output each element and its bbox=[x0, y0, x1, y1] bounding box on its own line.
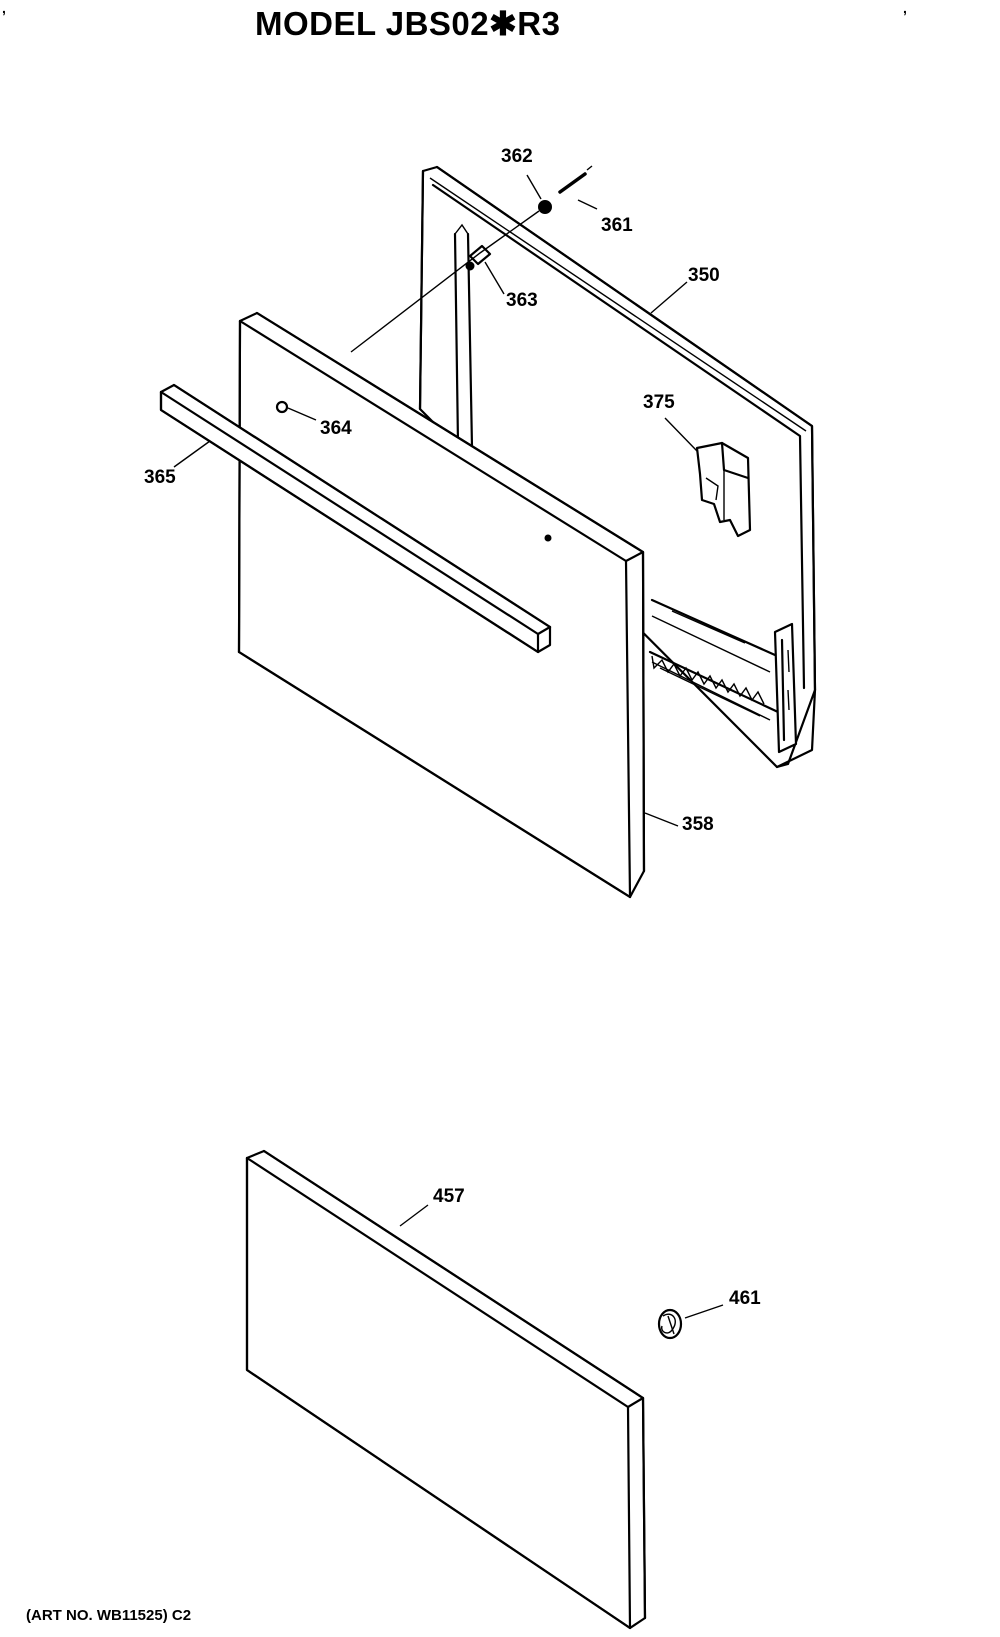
part-375-bracket bbox=[695, 441, 752, 538]
art-number-footer: (ART NO. WB11525) C2 bbox=[26, 1607, 192, 1624]
callout-364: 364 bbox=[320, 418, 352, 439]
part-461-clip bbox=[657, 1308, 683, 1340]
part-358-outer-door-panel bbox=[237, 311, 646, 899]
callout-362: 362 bbox=[501, 146, 533, 167]
part-364-grommet bbox=[275, 400, 289, 414]
callout-365: 365 bbox=[144, 467, 176, 488]
callout-457: 457 bbox=[433, 1186, 465, 1207]
part-361-screw bbox=[558, 165, 593, 194]
callout-361: 361 bbox=[601, 215, 633, 236]
part-363-clip bbox=[465, 244, 492, 271]
model-title: MODEL JBS02✱R3 bbox=[255, 5, 561, 42]
corner-mark-left: , bbox=[2, 0, 6, 16]
corner-mark-right: , bbox=[903, 0, 907, 16]
assembly-line bbox=[350, 210, 540, 353]
callout-461: 461 bbox=[729, 1288, 761, 1309]
callout-363: 363 bbox=[506, 290, 538, 311]
callout-350: 350 bbox=[688, 265, 720, 286]
callout-358: 358 bbox=[682, 814, 714, 835]
leader-lines bbox=[173, 174, 724, 1319]
part-362-washer bbox=[538, 200, 552, 214]
part-365-handle bbox=[159, 383, 552, 654]
part-457-drawer-panel bbox=[245, 1149, 647, 1630]
callout-375: 375 bbox=[643, 392, 675, 413]
